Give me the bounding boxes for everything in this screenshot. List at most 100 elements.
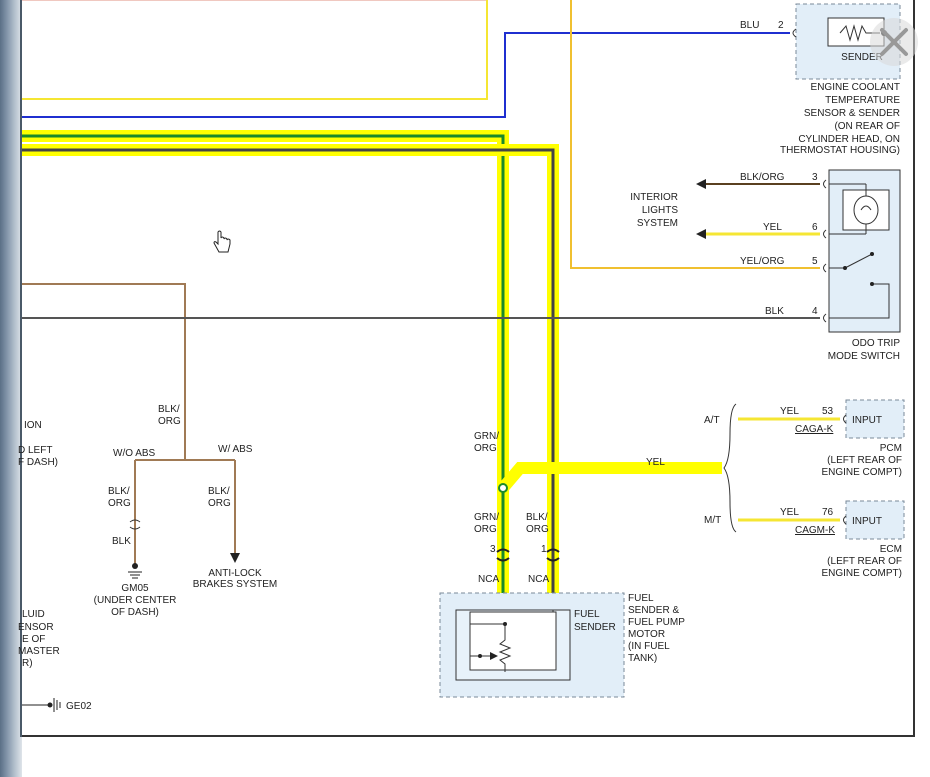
- odo-switch-label: ODO TRIP MODE SWITCH: [828, 338, 901, 362]
- ecm-input-box: [845, 500, 905, 540]
- svg-text:D LEFT: D LEFT: [18, 445, 52, 456]
- sender-label: SENDER: [841, 52, 883, 63]
- blu-pin-number: 2: [778, 20, 784, 31]
- pcm-connector-icon: [843, 414, 847, 424]
- fuel-pin-3: 3: [490, 544, 496, 555]
- svg-text:R): R): [22, 658, 33, 669]
- lamp-filament-icon: [860, 205, 872, 211]
- w-abs-label: W/ ABS: [218, 444, 253, 455]
- ecm-circuit: CAGM-K: [795, 525, 835, 536]
- svg-text:TANK): TANK): [628, 653, 657, 664]
- svg-text:(LEFT REAR OF: (LEFT REAR OF: [827, 556, 902, 567]
- splice-dot: [498, 483, 508, 493]
- svg-text:CYLINDER HEAD, ON: CYLINDER HEAD, ON: [798, 134, 900, 145]
- hand-cursor-icon: [213, 230, 231, 253]
- svg-text:FUEL: FUEL: [574, 609, 600, 620]
- svg-text:OF DASH): OF DASH): [111, 607, 159, 618]
- svg-text:(IN FUEL: (IN FUEL: [628, 641, 670, 652]
- svg-text:ENGINE COOLANT: ENGINE COOLANT: [811, 82, 900, 93]
- svg-text:SYSTEM: SYSTEM: [637, 218, 678, 229]
- blk-org-fuel-label: BLK/ ORG: [526, 512, 549, 535]
- svg-text:ENSOR: ENSOR: [18, 622, 54, 633]
- w-abs-wire-label: BLK/ ORG: [208, 486, 231, 509]
- ecm-input-label: INPUT: [852, 516, 882, 527]
- svg-text:MOTOR: MOTOR: [628, 629, 665, 640]
- svg-text:FUEL PUMP: FUEL PUMP: [628, 617, 685, 628]
- window-left-border-edge: [20, 0, 22, 737]
- svg-text:GRN/: GRN/: [474, 512, 499, 523]
- yel-interior-label: YEL: [763, 222, 782, 233]
- close-icon: [880, 28, 908, 56]
- svg-text:ENGINE COMPT): ENGINE COMPT): [821, 568, 902, 579]
- svg-text:SENDER &: SENDER &: [628, 605, 679, 616]
- blk-org-interior-label: BLK/ORG: [740, 172, 785, 183]
- svg-text:ORG: ORG: [474, 524, 497, 535]
- svg-text:MODE SWITCH: MODE SWITCH: [828, 351, 900, 362]
- blk-odo-label: BLK: [765, 306, 784, 317]
- at-label: A/T: [704, 415, 720, 426]
- svg-text:ORG: ORG: [208, 498, 231, 509]
- grn-org-highlight: [22, 130, 509, 610]
- inline-connector-icon: [129, 519, 141, 530]
- blk-org-wire: [22, 148, 555, 610]
- svg-text:SENSOR & SENDER: SENSOR & SENDER: [804, 108, 900, 119]
- svg-text:BLK/: BLK/: [526, 512, 548, 523]
- svg-text:ODO TRIP: ODO TRIP: [852, 338, 900, 349]
- blk-org-split-label: BLK/ ORG: [158, 404, 181, 427]
- switch-contact-icon: [844, 253, 873, 269]
- pcm-pin: 53: [822, 406, 834, 417]
- svg-text:GRN/: GRN/: [474, 431, 499, 442]
- left-truncated-lower: LUID ENSOR E OF MASTER R): [18, 609, 60, 669]
- sender-connector-icon: [792, 28, 797, 38]
- nca-left: NCA: [478, 574, 499, 585]
- close-button[interactable]: [870, 18, 918, 66]
- svg-text:(LEFT REAR OF: (LEFT REAR OF: [827, 455, 902, 466]
- svg-text:TEMPERATURE: TEMPERATURE: [825, 95, 900, 106]
- transmission-brace: [723, 403, 737, 533]
- anti-lock-arrow: [230, 553, 240, 563]
- svg-text:BLK/: BLK/: [208, 486, 230, 497]
- nca-right: NCA: [528, 574, 549, 585]
- blk-ground-label: BLK: [112, 536, 131, 547]
- ecm-name: ECM (LEFT REAR OF ENGINE COMPT): [821, 544, 902, 579]
- wo-abs-label: W/O ABS: [113, 448, 156, 459]
- yel-trunk-wire: [498, 462, 722, 492]
- blk-odo-pin: 4: [812, 306, 818, 317]
- ect-sender-name: ENGINE COOLANT TEMPERATURE SENSOR & SEND…: [780, 82, 900, 156]
- yel-org-pin: 5: [812, 256, 818, 267]
- svg-text:ORG: ORG: [526, 524, 549, 535]
- svg-text:FUEL: FUEL: [628, 593, 654, 604]
- svg-text:ORG: ORG: [474, 443, 497, 454]
- svg-text:ION: ION: [24, 420, 42, 431]
- diagram-frame: [22, 0, 915, 737]
- svg-text:ENGINE COMPT): ENGINE COMPT): [821, 467, 902, 478]
- ecm-pin: 76: [822, 507, 834, 518]
- fuel-pin-1: 1: [541, 544, 547, 555]
- pcm-name: PCM (LEFT REAR OF ENGINE COMPT): [821, 443, 902, 478]
- svg-text:ANTI-LOCK: ANTI-LOCK: [208, 568, 262, 579]
- blu-wire: [22, 32, 790, 118]
- yel-interior-pin: 6: [812, 222, 818, 233]
- wiper-arrow-icon: [490, 652, 498, 660]
- fuel-connector-icons: [496, 548, 560, 562]
- yel-arrow: [696, 229, 706, 239]
- svg-text:ECM: ECM: [880, 544, 902, 555]
- interior-lights-label: INTERIOR LIGHTS SYSTEM: [630, 192, 678, 229]
- left-truncated-upper: ION D LEFT F DASH): [18, 420, 58, 468]
- svg-text:BLK/: BLK/: [158, 404, 180, 415]
- blk-org-interior-pin: 3: [812, 172, 818, 183]
- svg-text:E OF: E OF: [22, 634, 45, 645]
- ground-ge02-icon: [47, 698, 61, 712]
- blk-org-highlight: [22, 144, 559, 610]
- fuel-sender-resistor-icon: [470, 623, 512, 672]
- svg-text:(ON REAR OF: (ON REAR OF: [834, 121, 900, 132]
- svg-text:ORG: ORG: [108, 498, 131, 509]
- sender-resistor-icon: [839, 24, 880, 42]
- svg-text:(UNDER CENTER: (UNDER CENTER: [94, 595, 177, 606]
- svg-text:PCM: PCM: [880, 443, 902, 454]
- svg-text:ORG: ORG: [158, 416, 181, 427]
- fuel-sender-element: [469, 611, 557, 671]
- svg-text:SENDER: SENDER: [574, 622, 616, 633]
- svg-text:F DASH): F DASH): [18, 457, 58, 468]
